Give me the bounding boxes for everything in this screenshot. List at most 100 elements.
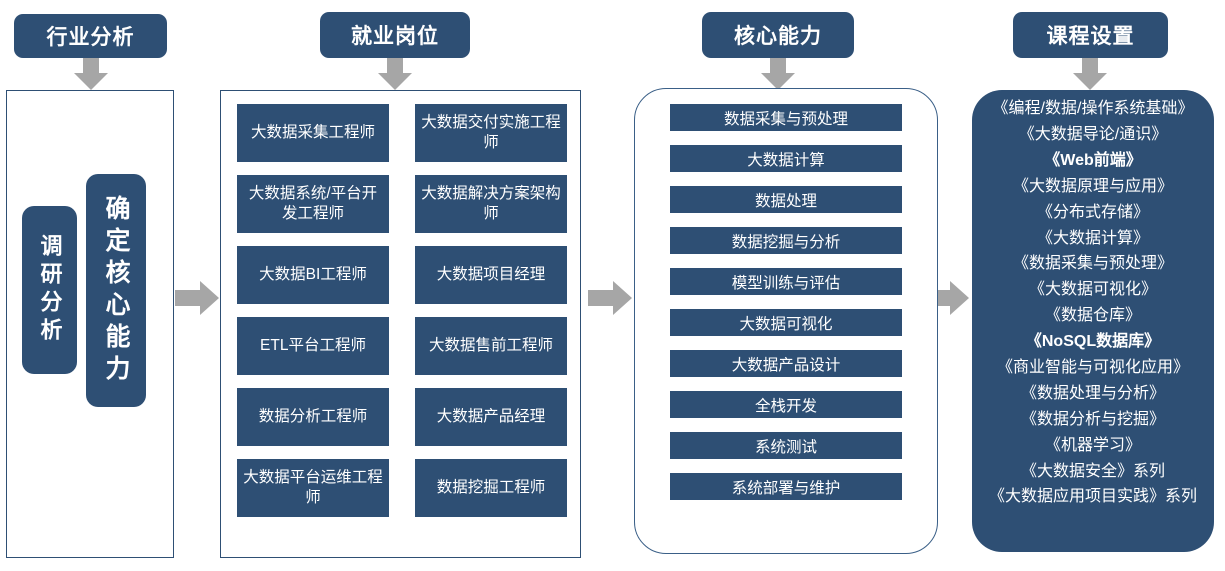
course-item[interactable]: 《数据分析与挖掘》 [1021,407,1165,433]
ability-bar-label: 大数据产品设计 [731,356,841,374]
job-chip[interactable]: 大数据平台运维工程师 [237,459,389,517]
ability-bar[interactable]: 模型训练与评估 [670,268,902,295]
job-chip[interactable]: 大数据采集工程师 [237,104,389,162]
job-chip-label: ETL平台工程师 [260,337,366,355]
chip-research-analysis[interactable]: 调研分析 [22,206,77,374]
chip-determine-core-ability[interactable]: 确定核心能力 [86,174,146,407]
course-item[interactable]: 《大数据可视化》 [1029,277,1157,303]
course-item-label: 《分布式存储》 [1036,203,1149,221]
course-item-label: 《数据采集与预处理》 [1012,255,1173,273]
course-item[interactable]: 《数据仓库》 [1045,303,1141,329]
job-chip-label: 大数据平台运维工程师 [243,469,383,506]
ability-bar-label: 全栈开发 [754,397,817,415]
course-item-label: 《大数据计算》 [1036,229,1149,247]
course-item[interactable]: 《NoSQL数据库》 [1026,329,1160,355]
arrow-shaft [83,58,99,74]
job-chip[interactable]: 数据分析工程师 [237,388,389,446]
arrow-head [613,281,632,315]
course-item[interactable]: 《数据采集与预处理》 [1013,251,1173,277]
down-arrow-icon-1 [74,58,108,90]
course-item-label: 《数据分析与挖掘》 [1020,410,1165,428]
ability-bar-list: 数据采集与预处理 大数据计算 数据处理 数据挖掘与分析 模型训练与评估 大数据可… [670,104,902,500]
job-chip[interactable]: ETL平台工程师 [237,317,389,375]
job-chip[interactable]: 大数据系统/平台开发工程师 [237,175,389,233]
ability-bar[interactable]: 全栈开发 [670,391,902,418]
job-chip[interactable]: 大数据售前工程师 [415,317,567,375]
job-chip[interactable]: 大数据项目经理 [415,246,567,304]
job-chip-label: 大数据系统/平台开发工程师 [248,185,378,222]
job-chip-label: 大数据项目经理 [436,266,546,284]
arrow-head [378,73,412,90]
arrow-shaft [175,290,201,306]
course-item[interactable]: 《编程/数据/操作系统基础》 [993,96,1194,122]
ability-bar[interactable]: 系统测试 [670,432,902,459]
job-chip-label: 大数据BI工程师 [259,266,367,284]
arrow-head [761,73,795,90]
course-item-label: 《大数据安全》系列 [1020,462,1165,480]
course-item[interactable]: 《大数据原理与应用》 [1013,174,1173,200]
header-pill-job-positions[interactable]: 就业岗位 [320,12,470,58]
course-item[interactable]: 《机器学习》 [1045,433,1141,459]
arrow-head [950,281,969,315]
course-item-label: 《数据处理与分析》 [1020,384,1165,402]
panel-course-setup [972,90,1214,552]
job-chip[interactable]: 数据挖掘工程师 [415,459,567,517]
down-arrow-icon-4 [1073,58,1107,90]
job-chip-grid: 大数据采集工程师 大数据交付实施工程师 大数据系统/平台开发工程师 大数据解决方… [237,104,567,517]
ability-bar-label: 数据采集与预处理 [723,110,848,128]
ability-bar-label: 系统测试 [754,438,817,456]
ability-bar[interactable]: 大数据可视化 [670,309,902,336]
down-arrow-icon-3 [761,58,795,90]
course-item-label: 《NoSQL数据库》 [1025,333,1161,351]
job-chip-label: 大数据采集工程师 [250,124,375,142]
ability-bar[interactable]: 数据挖掘与分析 [670,227,902,254]
header-pill-core-abilities[interactable]: 核心能力 [702,12,854,58]
course-item-label: 《商业智能与可视化应用》 [996,359,1189,377]
job-chip[interactable]: 大数据产品经理 [415,388,567,446]
course-item[interactable]: 《数据处理与分析》 [1021,381,1165,407]
course-item-label: 《数据仓库》 [1044,307,1141,325]
down-arrow-icon-2 [378,58,412,90]
ability-bar-label: 大数据可视化 [739,315,833,333]
header-pill-label: 行业分析 [46,26,135,49]
right-arrow-icon-1 [175,281,219,315]
header-pill-course-setup[interactable]: 课程设置 [1013,12,1168,58]
job-chip[interactable]: 大数据BI工程师 [237,246,389,304]
job-chip-label: 大数据解决方案架构师 [421,185,561,222]
job-chip-label: 大数据产品经理 [436,408,546,426]
header-pill-industry-analysis[interactable]: 行业分析 [14,14,167,58]
course-item[interactable]: 《大数据计算》 [1037,226,1149,252]
ability-bar-label: 数据挖掘与分析 [731,233,841,251]
job-chip-label: 大数据售前工程师 [428,337,553,355]
ability-bar-label: 模型训练与评估 [731,274,841,292]
ability-bar[interactable]: 系统部署与维护 [670,473,902,500]
arrow-shaft [387,58,403,74]
arrow-head [200,281,219,315]
header-pill-label: 核心能力 [734,25,822,48]
job-chip-label: 大数据交付实施工程师 [421,114,561,151]
course-item[interactable]: 《大数据安全》系列 [1021,459,1165,485]
job-chip[interactable]: 大数据解决方案架构师 [415,175,567,233]
course-item[interactable]: 《大数据导论/通识》 [1019,122,1167,148]
arrow-shaft [1082,58,1098,74]
course-item-label: 《机器学习》 [1044,436,1141,454]
job-chip[interactable]: 大数据交付实施工程师 [415,104,567,162]
course-item[interactable]: 《大数据应用项目实践》系列 [989,485,1197,509]
course-item-label: 《Web前端》 [1044,151,1142,169]
course-item[interactable]: 《商业智能与可视化应用》 [997,355,1189,381]
ability-bar-label: 大数据计算 [747,151,825,169]
course-item[interactable]: 《Web前端》 [1044,148,1142,174]
ability-bar-label: 数据处理 [754,192,817,210]
course-item-label: 《大数据应用项目实践》系列 [988,487,1197,505]
ability-bar[interactable]: 大数据产品设计 [670,350,902,377]
chip-label: 调研分析 [37,234,63,346]
course-item-label: 《编程/数据/操作系统基础》 [992,100,1194,117]
ability-bar[interactable]: 数据处理 [670,186,902,213]
ability-bar[interactable]: 大数据计算 [670,145,902,172]
ability-bar[interactable]: 数据采集与预处理 [670,104,902,131]
course-item-label: 《大数据导论/通识》 [1018,125,1168,143]
arrow-shaft [588,290,614,306]
chip-label: 确定核心能力 [102,194,130,387]
course-item[interactable]: 《分布式存储》 [1037,200,1149,226]
